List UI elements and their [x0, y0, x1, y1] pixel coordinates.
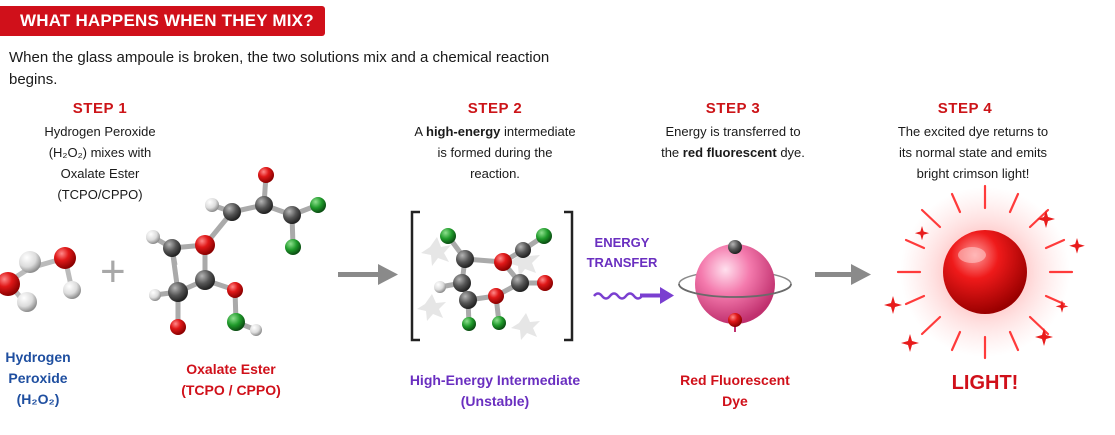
- step-1-line: Hydrogen Peroxide: [44, 124, 156, 139]
- step-2-title: STEP 2: [467, 100, 523, 117]
- light-burst-icon: [884, 184, 1085, 360]
- step-1-line: (TCPO/CPPO): [57, 187, 143, 202]
- header-banner: WHAT HAPPENS WHEN THEY MIX?: [0, 6, 325, 36]
- step-1-title: STEP 1: [72, 100, 128, 117]
- step-3-line: the red fluorescent dye.: [661, 145, 805, 160]
- intermediate-label: High-Energy Intermediate (Unstable): [385, 370, 605, 412]
- energy-transfer-line: ENERGY: [594, 235, 650, 250]
- h2o2-label-line: Peroxide: [8, 370, 68, 386]
- oxalate-label-line: (TCPO / CPPO): [181, 382, 281, 398]
- arrow-icon: [338, 264, 398, 285]
- step-4-description: The excited dye returns to its normal st…: [880, 121, 1066, 184]
- energy-wave-icon: [593, 287, 674, 304]
- oxalate-ester-label: Oxalate Ester (TCPO / CPPO): [156, 359, 306, 401]
- step-2-line: A high-energy intermediate: [414, 124, 576, 139]
- arrow-icon: [815, 264, 871, 285]
- intro-text: When the glass ampoule is broken, the tw…: [9, 49, 550, 88]
- step-3-description: Energy is transferred to the red fluores…: [640, 121, 826, 163]
- fluorescent-dye-icon: [678, 240, 792, 332]
- intermediate-label-line: (Unstable): [460, 393, 530, 409]
- plus-sign: +: [100, 247, 126, 296]
- energy-transfer-line: TRANSFER: [586, 255, 658, 270]
- light-label: LIGHT!: [951, 372, 1019, 394]
- step-1-line: Oxalate Ester: [60, 166, 140, 181]
- h2o2-label-line: Hydrogen: [5, 349, 71, 365]
- step-3-line: Energy is transferred to: [665, 124, 801, 139]
- step-2-line: reaction.: [470, 166, 520, 181]
- intermediate-molecule: [417, 228, 553, 340]
- step-4-line: The excited dye returns to: [897, 124, 1049, 139]
- step-1-description: Hydrogen Peroxide (H₂O₂) mixes with Oxal…: [10, 121, 190, 205]
- dye-label-line: Dye: [722, 393, 748, 409]
- h2o2-label-line: (H₂O₂): [16, 391, 60, 407]
- page-title: WHAT HAPPENS WHEN THEY MIX?: [20, 11, 314, 30]
- step-2-description: A high-energy intermediate is formed dur…: [395, 121, 595, 184]
- h2o2-label: Hydrogen Peroxide (H₂O₂): [0, 347, 76, 410]
- h2o2-molecule: [0, 247, 81, 312]
- dye-label-line: Red Fluorescent: [680, 372, 790, 388]
- step-4-line: bright crimson light!: [916, 166, 1030, 181]
- step-2-line: is formed during the: [437, 145, 553, 160]
- energy-transfer-label: ENERGY TRANSFER: [582, 233, 662, 273]
- step-3-title: STEP 3: [705, 100, 761, 117]
- step-4-title: STEP 4: [937, 100, 993, 117]
- intermediate-label-line: High-Energy Intermediate: [409, 372, 581, 388]
- oxalate-ester-molecule: [146, 167, 326, 336]
- step-4-line: its normal state and emits: [898, 145, 1048, 160]
- step-1-line: (H₂O₂) mixes with: [48, 145, 152, 160]
- left-bracket: [410, 210, 420, 342]
- oxalate-label-line: Oxalate Ester: [186, 361, 276, 377]
- dye-label: Red Fluorescent Dye: [660, 370, 810, 412]
- right-bracket: [564, 210, 574, 342]
